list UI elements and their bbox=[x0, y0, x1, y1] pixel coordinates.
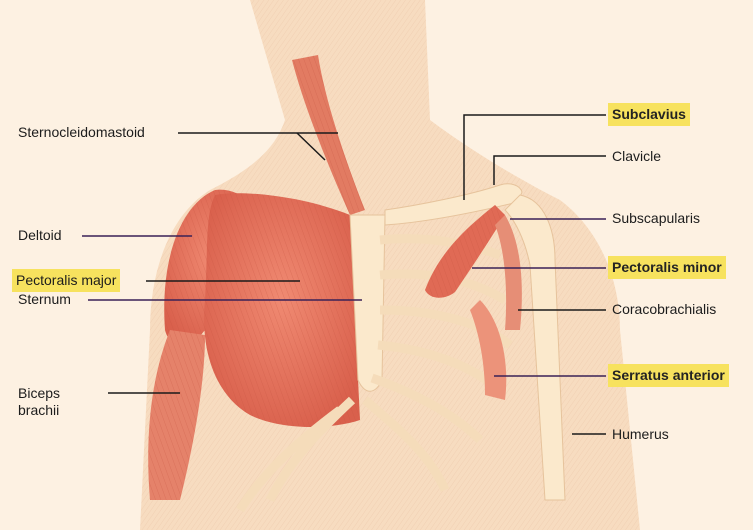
label-coracobrachialis: Coracobrachialis bbox=[612, 301, 716, 318]
label-humerus: Humerus bbox=[612, 426, 669, 443]
label-deltoid: Deltoid bbox=[18, 227, 62, 244]
label-biceps-brachii: Biceps brachii bbox=[18, 385, 78, 419]
pectoralis-major-muscle bbox=[204, 193, 360, 427]
label-sternum: Sternum bbox=[18, 291, 71, 308]
label-subscapularis: Subscapularis bbox=[612, 210, 700, 227]
label-sternocleidomastoid: Sternocleidomastoid bbox=[18, 124, 145, 141]
label-biceps-line1: Biceps bbox=[18, 385, 78, 402]
label-subclavius: Subclavius bbox=[608, 103, 690, 126]
label-biceps-line2: brachii bbox=[18, 402, 78, 419]
label-pectoralis-major: Pectoralis major bbox=[12, 269, 120, 292]
label-pectoralis-minor: Pectoralis minor bbox=[608, 256, 726, 279]
label-serratus-anterior: Serratus anterior bbox=[608, 364, 729, 387]
label-clavicle: Clavicle bbox=[612, 148, 661, 165]
